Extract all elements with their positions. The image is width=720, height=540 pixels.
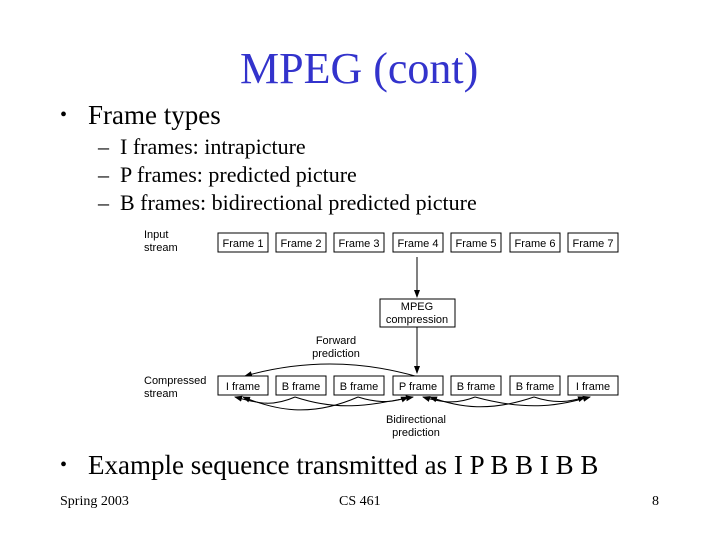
compressed-frame-box-3 [333,375,385,396]
input-frame-box-7 [567,232,619,253]
input-frame-box-4 [392,232,444,253]
input-frame-label-6: Frame 6 [515,238,556,250]
input-frame-label-2: Frame 2 [281,238,322,250]
input-frame-label-5: Frame 5 [456,238,497,250]
dash-icon: – [98,190,109,215]
compressed-frame-box-7 [567,375,619,396]
compressed-frame-label-4: P frame [399,381,437,393]
sub-bullet-b-frames: –B frames: bidirectional predicted pictu… [98,192,477,214]
compressed-frame-label-1: I frame [226,381,260,393]
input-frame-label-1: Frame 1 [223,238,264,250]
bidir-arrow-b3-to-p [422,396,476,403]
slide-title: MPEG (cont) [240,44,479,93]
bidir-arrow-b3-to-i [474,395,591,407]
compression-label-line1: MPEG [401,301,433,313]
input-frame-box-6 [509,232,561,253]
input-stream-label-line2: stream [144,242,178,254]
dash-icon: – [98,134,109,159]
input-frame-box-3 [333,232,385,253]
bullet-text: Example sequence transmitted as I P B B … [88,450,599,480]
compressed-frame-box-2 [275,375,327,396]
footer-date: Spring 2003 [60,494,129,509]
compressed-frame-label-5: B frame [457,381,496,393]
compressed-stream-label-line1: Compressed [144,375,206,387]
input-frame-label-4: Frame 4 [398,238,439,250]
compressed-frame-box-1 [217,375,269,396]
bullet-icon: • [60,104,68,126]
compressed-frame-label-3: B frame [340,381,379,393]
forward-prediction-arrow [244,363,416,377]
compressed-frame-box-5 [450,375,502,396]
compressed-frame-label-6: B frame [516,381,555,393]
sub-bullet-text: I frames: intrapicture [120,134,306,159]
sub-bullet-text: P frames: predicted picture [120,162,357,187]
bidirectional-prediction-label-line1: Bidirectional [386,414,446,426]
bidir-arrow-b2-to-p [357,396,409,403]
mpeg-compression-box [379,298,456,328]
sub-bullet-p-frames: –P frames: predicted picture [98,164,357,186]
bidir-arrow-b2-to-i [242,396,359,411]
bidirectional-prediction-label-line2: prediction [392,427,440,439]
input-frame-box-5 [450,232,502,253]
sub-bullet-text: B frames: bidirectional predicted pictur… [120,190,477,215]
dash-icon: – [98,162,109,187]
compressed-frame-box-6 [509,375,561,396]
compressed-frame-label-7: I frame [576,381,610,393]
compression-label-line2: compression [386,314,448,326]
compressed-stream-label-line2: stream [144,388,178,400]
sub-bullet-i-frames: –I frames: intrapicture [98,136,306,158]
footer-course: CS 461 [339,494,381,509]
footer-page-number: 8 [652,494,659,509]
compressed-frame-box-4 [392,375,444,396]
forward-prediction-label-line2: prediction [312,348,360,360]
forward-prediction-label-line1: Forward [316,335,356,347]
bullet-example-sequence: • Example sequence transmitted as I P B B… [60,452,598,479]
bullet-frame-types: • Frame types [60,102,221,129]
input-frame-label-3: Frame 3 [339,238,380,250]
input-frame-label-7: Frame 7 [573,238,614,250]
input-stream-label-line1: Input [144,229,168,241]
bidir-arrow-b4-to-p [429,396,535,408]
bidir-arrow-b1-to-i [234,395,296,404]
compressed-frame-label-2: B frame [282,381,321,393]
input-frame-box-1 [217,232,269,253]
input-frame-box-2 [275,232,327,253]
bullet-text: Frame types [88,100,221,130]
bidir-arrow-b4-to-i [533,396,586,403]
bullet-icon: • [60,454,68,476]
